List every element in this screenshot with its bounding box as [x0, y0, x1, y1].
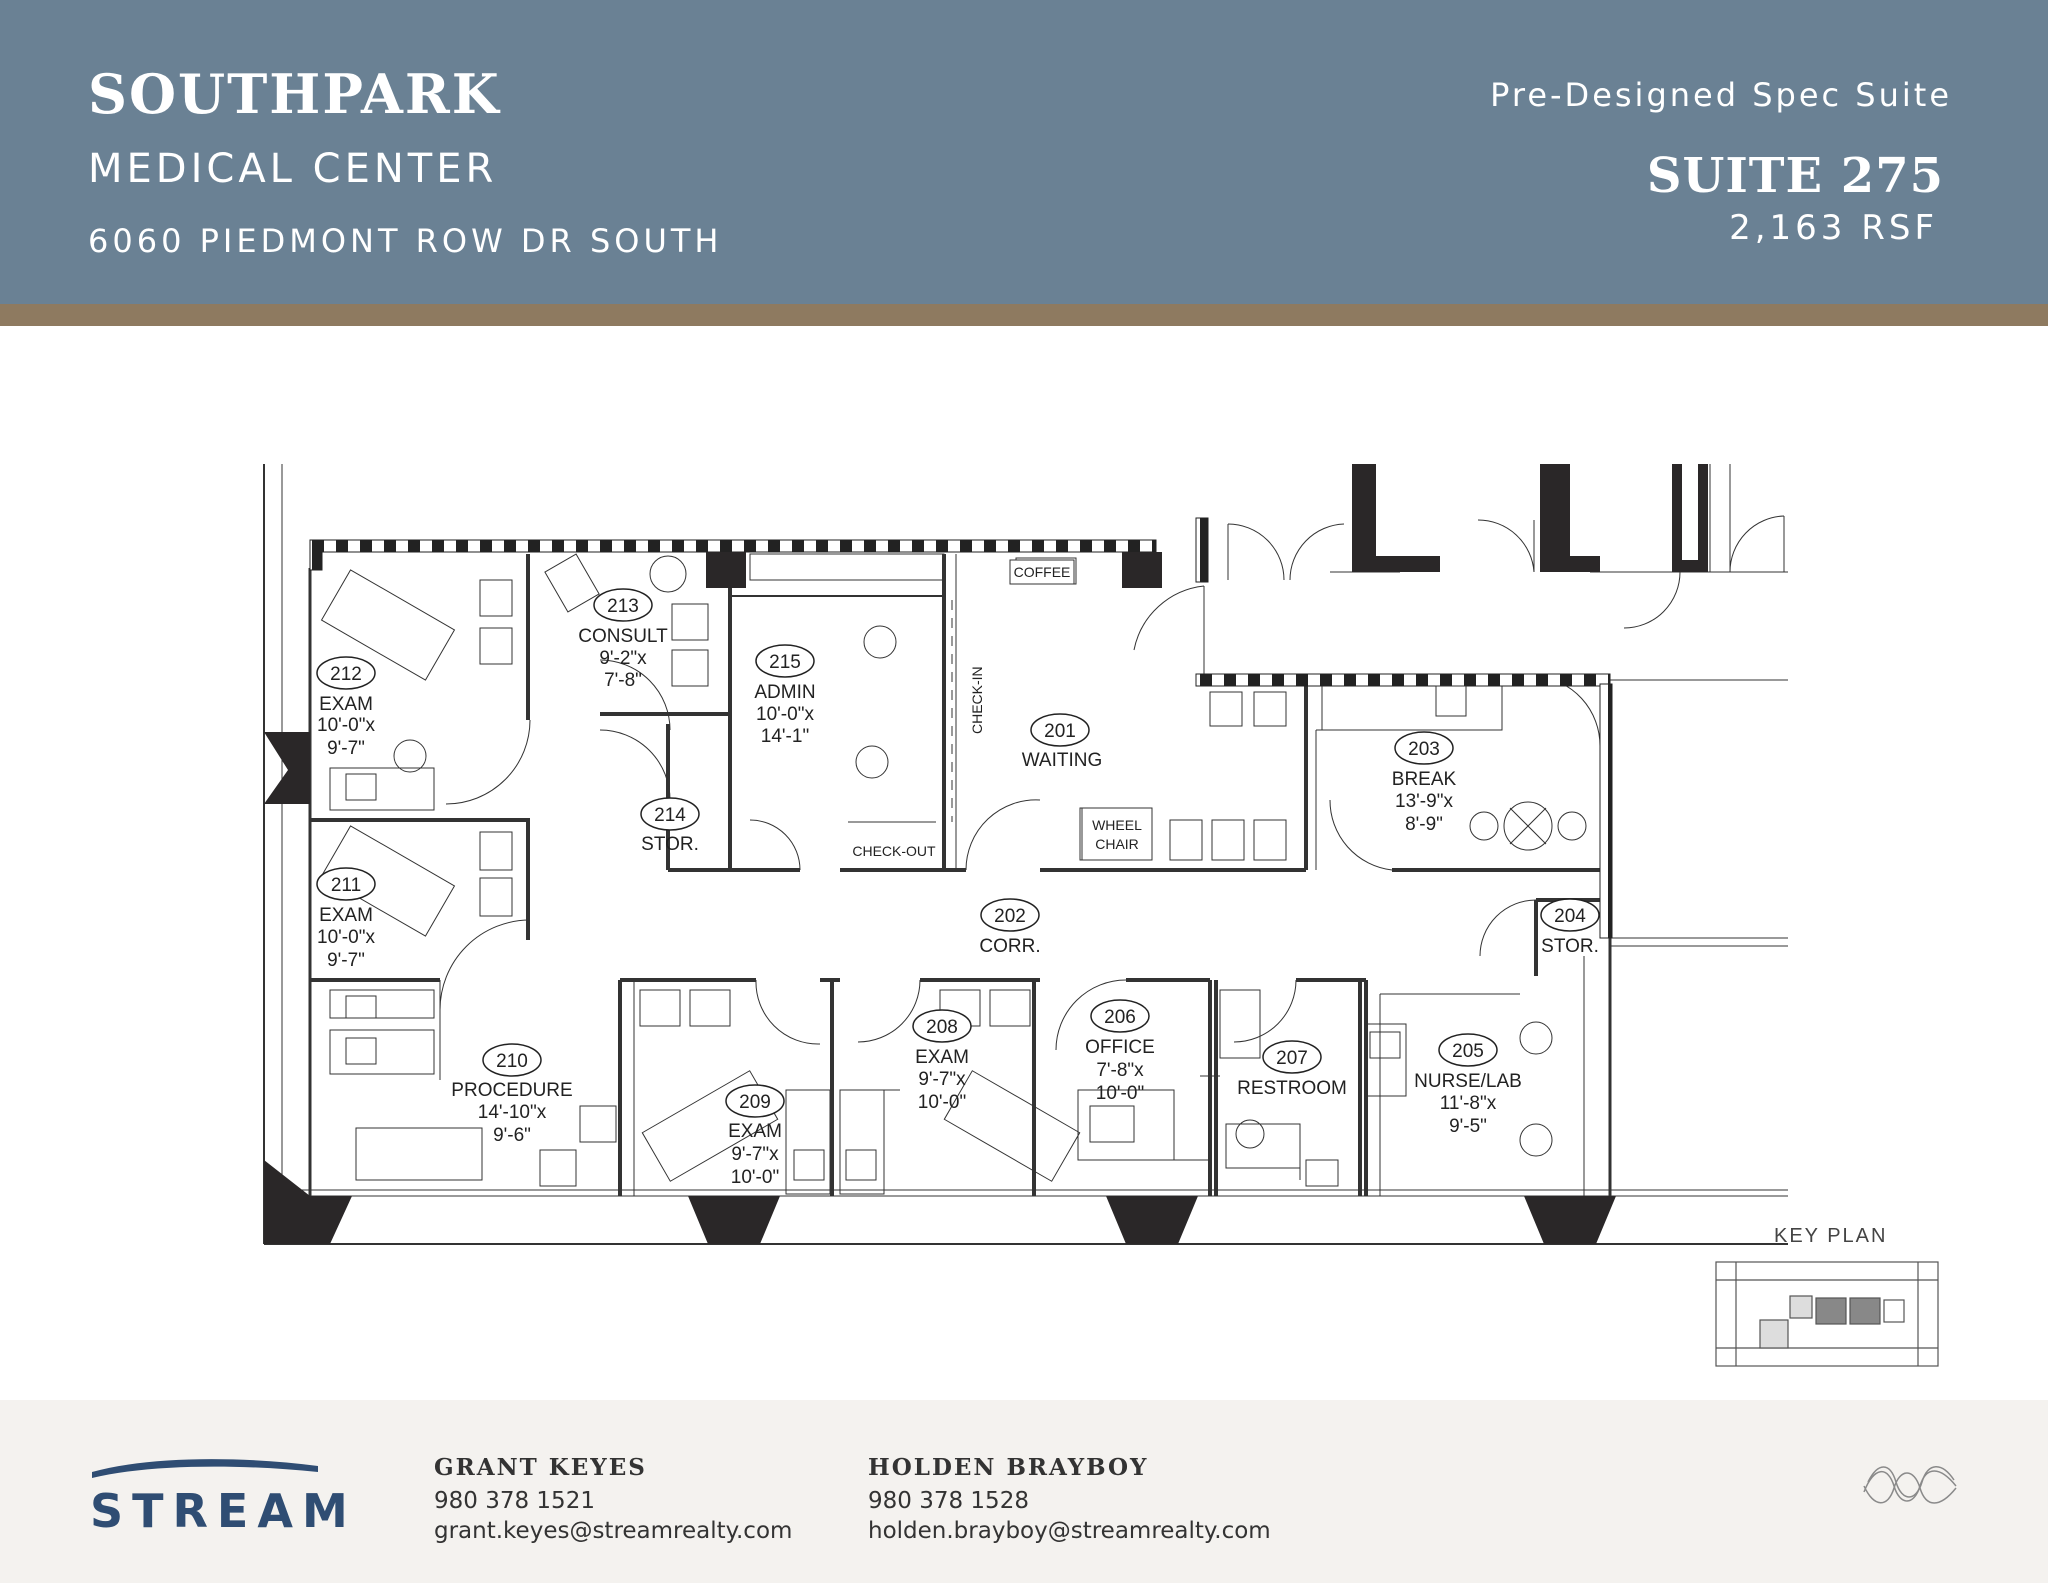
room-210: 210 PROCEDURE 14'-10"x 9'-6" [451, 1043, 573, 1146]
footer [0, 1400, 2048, 1583]
key-plan-diagram [1715, 1261, 1939, 1367]
room-211: 211 EXAM 10'-0"x 9'-7" [316, 867, 376, 971]
room-207: 207 RESTROOM [1237, 1040, 1347, 1099]
room-dims: 9'-6" [493, 1125, 531, 1146]
room-number: 211 [331, 875, 361, 896]
room-number: 205 [1452, 1041, 1484, 1062]
room-203: 203 BREAK 13'-9"x 8'-9" [1392, 731, 1457, 835]
room-name: EXAM [915, 1047, 969, 1068]
room-dims: 14'-1" [761, 726, 809, 747]
room-number: 204 [1554, 906, 1586, 927]
room-212: 212 EXAM 10'-0"x 9'-7" [316, 656, 376, 759]
check-out-label: CHECK-OUT [852, 843, 936, 859]
room-dims: 9'-7" [327, 738, 365, 759]
key-plan-label: KEY PLAN [1774, 1225, 1887, 1247]
floor-plan: 212 EXAM 10'-0"x 9'-7" 213 CONSULT 9'-2"… [263, 464, 1939, 1367]
room-name: EXAM [728, 1121, 782, 1142]
room-204: 204 STOR. [1540, 898, 1600, 957]
room-dims: 9'-2"x [599, 648, 647, 669]
room-dims: 8'-9" [1405, 814, 1443, 835]
room-name: STOR. [1541, 936, 1599, 957]
room-dims: 10'-0" [1096, 1083, 1144, 1104]
room-name: OFFICE [1085, 1037, 1155, 1058]
room-number: 210 [496, 1051, 528, 1072]
room-name: NURSE/LAB [1414, 1071, 1522, 1092]
room-number: 201 [1044, 721, 1076, 742]
room-dims: 14'-10"x [478, 1102, 547, 1123]
room-name: BREAK [1392, 769, 1457, 790]
room-202: 202 CORR. [979, 898, 1041, 957]
room-number: 212 [330, 664, 362, 685]
room-214: 214 STOR. [640, 797, 700, 855]
contact-email[interactable]: grant.keyes@streamrealty.com [434, 1518, 793, 1544]
room-number: 202 [994, 906, 1026, 927]
room-dims: 9'-5" [1449, 1116, 1487, 1137]
building-subtitle: MEDICAL CENTER [88, 146, 498, 192]
suite-rsf: 2,163 RSF [1729, 208, 1938, 248]
room-215: 215 ADMIN 10'-0"x 14'-1" [754, 644, 816, 747]
wheelchair-label-1: WHEEL [1092, 817, 1142, 833]
room-dims: 10'-0" [918, 1092, 966, 1113]
room-name: CORR. [979, 936, 1040, 957]
room-dims: 13'-9"x [1395, 791, 1453, 812]
room-213: 213 CONSULT 9'-2"x 7'-8" [578, 588, 668, 691]
room-205: 205 NURSE/LAB 11'-8"x 9'-5" [1414, 1033, 1522, 1137]
room-number: 208 [926, 1017, 958, 1038]
room-name: EXAM [319, 694, 373, 715]
contact-phone[interactable]: 980 378 1528 [868, 1488, 1029, 1514]
header-stripe [0, 304, 2048, 326]
room-name: CONSULT [578, 626, 668, 647]
room-name: RESTROOM [1237, 1078, 1347, 1099]
building-address: 6060 PIEDMONT ROW DR SOUTH [88, 222, 723, 260]
check-in-label: CHECK-IN [969, 666, 985, 734]
room-208: 208 EXAM 9'-7"x 10'-0" [912, 1009, 972, 1113]
room-dims: 10'-0" [731, 1167, 779, 1188]
wheelchair-label-2: CHAIR [1095, 836, 1139, 852]
room-number: 215 [769, 652, 801, 673]
contact-email[interactable]: holden.brayboy@streamrealty.com [868, 1518, 1271, 1544]
room-number: 207 [1276, 1048, 1308, 1069]
room-dims: 10'-0"x [317, 715, 375, 736]
header-band: SOUTHPARK MEDICAL CENTER 6060 PIEDMONT R… [0, 0, 2048, 304]
room-number: 203 [1408, 739, 1440, 760]
room-name: STOR. [641, 834, 699, 855]
room-name: PROCEDURE [451, 1080, 572, 1101]
room-dims: 9'-7"x [731, 1144, 779, 1165]
room-number: 206 [1104, 1007, 1136, 1028]
room-name: ADMIN [754, 682, 815, 703]
room-209: 209 EXAM 9'-7"x 10'-0" [725, 1084, 785, 1188]
coffee-label: COFFEE [1014, 564, 1071, 580]
room-name: WAITING [1022, 750, 1103, 771]
contact-name: GRANT KEYES [434, 1454, 647, 1481]
stream-logo-text: STREAM [90, 1484, 357, 1538]
stream-wave-icon [92, 1459, 318, 1478]
room-dims: 7'-8"x [1096, 1060, 1144, 1081]
room-dims: 11'-8"x [1440, 1093, 1497, 1114]
stream-mark-icon [1863, 1466, 1957, 1504]
room-206: 206 OFFICE 7'-8"x 10'-0" [1085, 999, 1155, 1104]
room-number: 213 [607, 596, 639, 617]
room-dims: 10'-0"x [756, 704, 814, 725]
room-201: 201 WAITING [1022, 713, 1103, 771]
room-dims: 10'-0"x [317, 927, 375, 948]
room-dims: 7'-8" [604, 670, 642, 691]
room-number: 214 [654, 805, 686, 826]
suite-number: SUITE 275 [1646, 148, 1944, 204]
room-name: EXAM [319, 905, 373, 926]
spec-suite-label: Pre-Designed Spec Suite [1490, 76, 1952, 114]
room-dims: 9'-7"x [918, 1069, 966, 1090]
room-dims: 9'-7" [327, 950, 365, 971]
contact-phone[interactable]: 980 378 1521 [434, 1488, 595, 1514]
room-number: 209 [739, 1092, 771, 1113]
building-title: SOUTHPARK [88, 62, 501, 126]
contact-name: HOLDEN BRAYBOY [868, 1454, 1149, 1481]
